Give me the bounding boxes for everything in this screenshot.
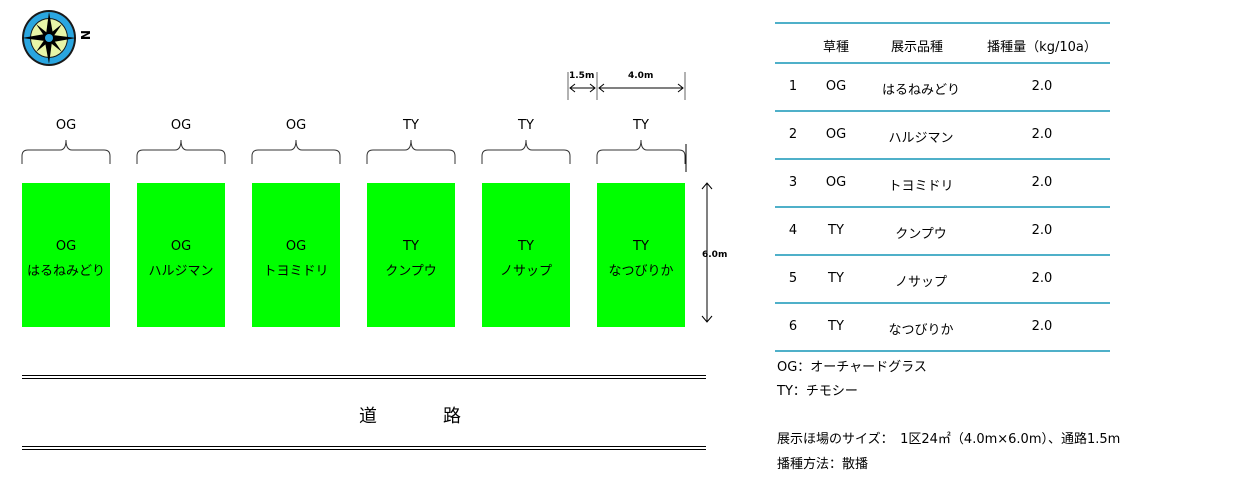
- table-header: 展示品種: [890, 40, 944, 55]
- plot-variety: トヨミドリ: [263, 264, 329, 279]
- table-cell: ノサップ: [894, 275, 948, 290]
- plot-length-label: 6.0m: [702, 250, 728, 260]
- plot-group: OG: [170, 239, 192, 254]
- table-cell: 2.0: [1031, 319, 1053, 334]
- plot-5: TY ノサップ: [482, 183, 570, 327]
- group-label: TY: [403, 118, 419, 133]
- table-cell: 3: [788, 175, 798, 190]
- table-cell: 6: [788, 319, 798, 334]
- road-edge-top: [22, 375, 706, 379]
- plot-3: OG トヨミドリ: [252, 183, 340, 327]
- plot-group: TY: [518, 239, 534, 254]
- table-cell: OG: [825, 79, 847, 94]
- table-cell: ハルジマン: [888, 131, 954, 146]
- group-label: TY: [518, 118, 534, 133]
- width-dimension-lines: [567, 72, 686, 100]
- table-cell: クンプウ: [895, 227, 947, 242]
- table-rule: [775, 110, 1110, 112]
- plot-group: TY: [403, 239, 419, 254]
- table-cell: 1: [788, 79, 798, 94]
- legend-og: OG：オーチャードグラス: [777, 360, 927, 375]
- plot-variety: クンプウ: [385, 264, 437, 279]
- table-cell: はるねみどり: [881, 83, 961, 98]
- plot-6: TY なつびりか: [597, 183, 685, 327]
- table-cell: OG: [825, 175, 847, 190]
- plot-size-note: 展示ほ場のサイズ： 1区24㎡（4.0m×6.0m）、通路1.5m: [777, 432, 1121, 447]
- path-width-label: 1.5m: [569, 71, 595, 81]
- plot-variety: はるねみどり: [26, 264, 105, 279]
- road-label: 路: [443, 406, 461, 427]
- plot-2: OG ハルジマン: [137, 183, 225, 327]
- plot-group: OG: [55, 239, 77, 254]
- group-label: OG: [55, 118, 77, 133]
- table-cell: 2.0: [1031, 271, 1053, 286]
- group-label: TY: [633, 118, 649, 133]
- table-cell: TY: [828, 223, 844, 238]
- table-cell: 4: [788, 223, 798, 238]
- table-cell: 2: [788, 127, 798, 142]
- group-label: OG: [285, 118, 307, 133]
- table-rule: [775, 158, 1110, 160]
- table-cell: 5: [788, 271, 798, 286]
- plot-group: TY: [633, 239, 649, 254]
- sowing-method-note: 播種方法：散播: [777, 457, 869, 472]
- table-rule: [775, 350, 1110, 352]
- table-cell: 2.0: [1031, 127, 1053, 142]
- plot-variety: ノサップ: [499, 264, 552, 279]
- table-rule: [775, 302, 1110, 304]
- table-cell: 2.0: [1031, 79, 1053, 94]
- table-cell: 2.0: [1031, 175, 1053, 190]
- table-cell: TY: [828, 319, 844, 334]
- table-rule: [775, 206, 1110, 208]
- table-rule: [775, 62, 1110, 64]
- table-cell: トヨミドリ: [888, 179, 954, 194]
- table-cell: OG: [825, 127, 847, 142]
- plot-variety: なつびりか: [608, 264, 674, 279]
- table-cell: TY: [828, 271, 844, 286]
- length-dimension-arrow: [701, 182, 713, 323]
- compass-icon: [22, 10, 76, 66]
- table-header: 草種: [822, 40, 850, 55]
- plot-variety: ハルジマン: [148, 264, 214, 279]
- plot-4: TY クンプウ: [367, 183, 455, 327]
- road-label: 道: [359, 406, 377, 427]
- table-rule: [775, 22, 1110, 24]
- compass-north-label: N: [78, 29, 93, 41]
- plot-width-label: 4.0m: [628, 71, 654, 81]
- table-header: 播種量（kg/10a）: [987, 40, 1097, 55]
- legend-ty: TY：チモシー: [777, 384, 858, 399]
- braces: [21, 139, 687, 172]
- plot-1: OG はるねみどり: [22, 183, 110, 327]
- road-edge-bottom: [22, 446, 706, 450]
- group-label: OG: [170, 118, 192, 133]
- table-rule: [775, 254, 1110, 256]
- table-cell: なつびりか: [888, 323, 954, 338]
- table-cell: 2.0: [1031, 223, 1053, 238]
- plot-group: OG: [285, 239, 307, 254]
